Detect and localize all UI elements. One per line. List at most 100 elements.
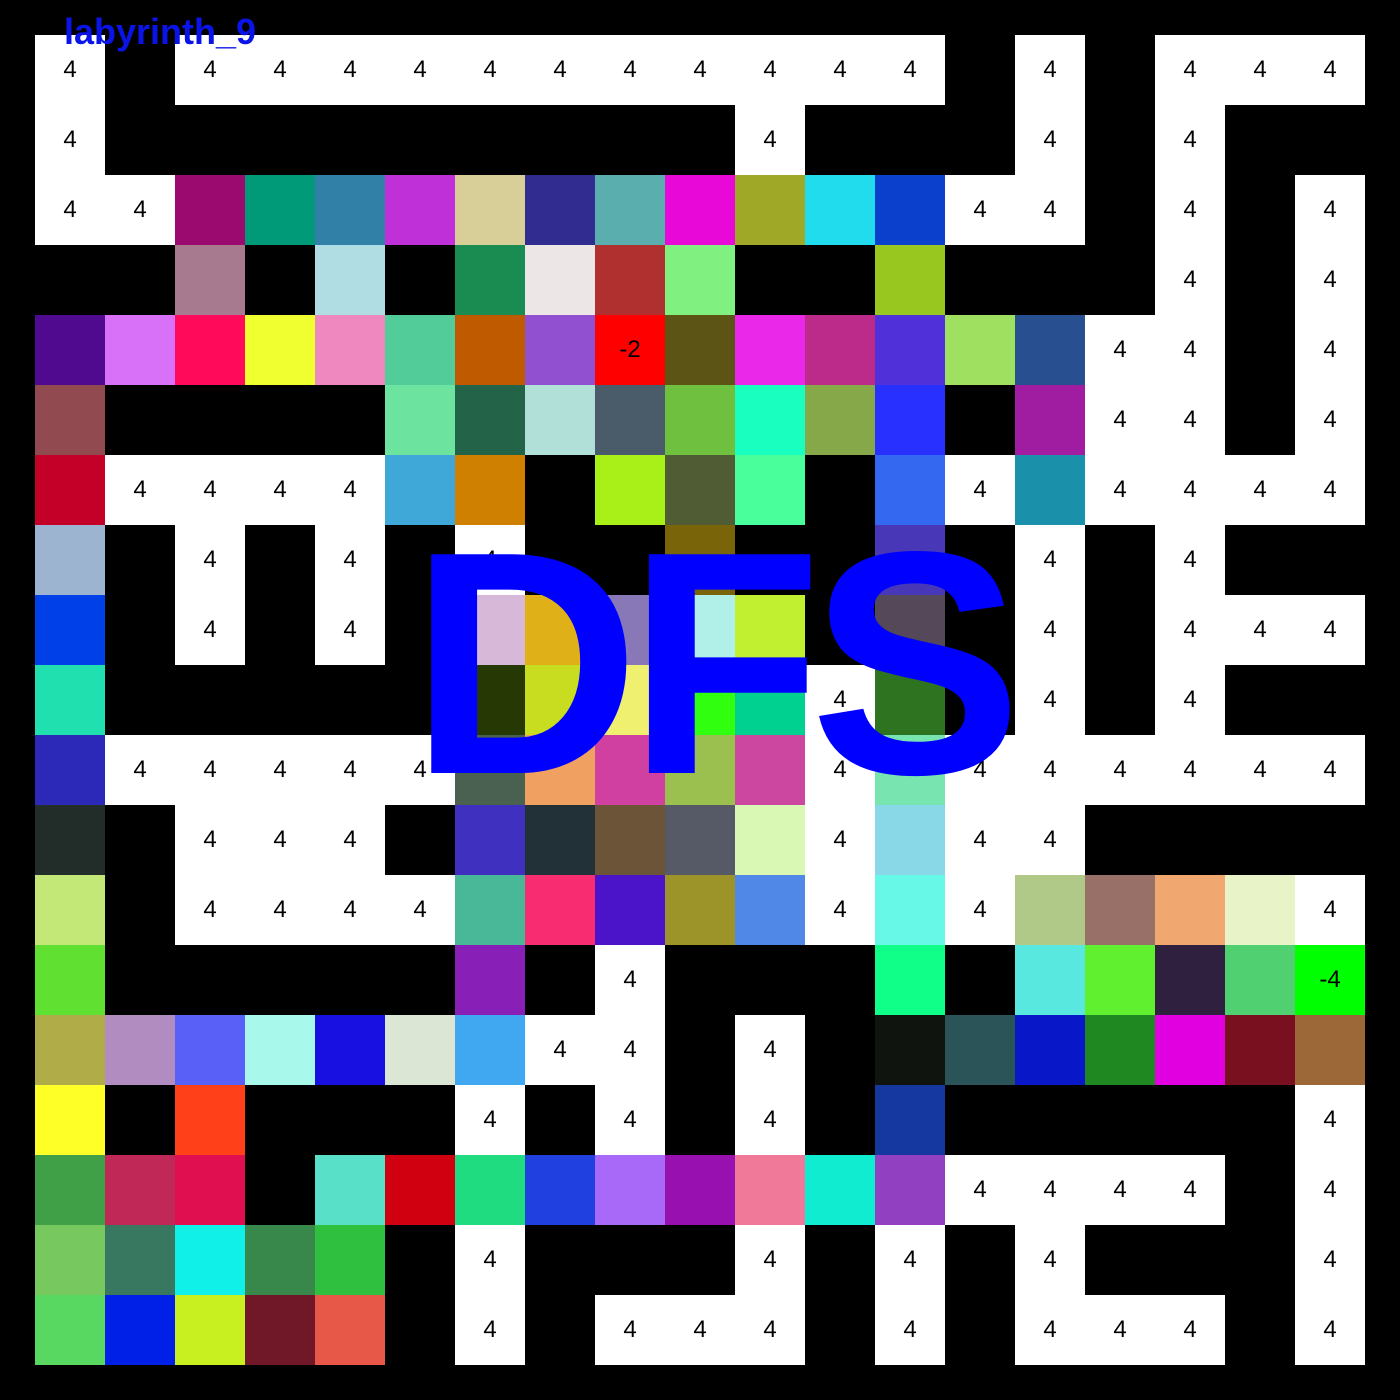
visited-cell: [1225, 875, 1295, 945]
open-cell: 4: [1085, 1295, 1155, 1365]
open-cell: 4: [805, 805, 875, 875]
visited-cell: [735, 385, 805, 455]
visited-cell: [805, 315, 875, 385]
visited-cell: [665, 245, 735, 315]
wall-cell: [525, 1295, 595, 1365]
visited-cell: [455, 595, 525, 665]
open-cell: 4: [1015, 525, 1085, 595]
visited-cell: [455, 1155, 525, 1225]
visited-cell: [35, 1085, 105, 1155]
wall-cell: [1225, 525, 1295, 595]
visited-cell: [315, 1225, 385, 1295]
open-cell: 4: [945, 875, 1015, 945]
visited-cell: [665, 315, 735, 385]
open-cell: 4: [1085, 1155, 1155, 1225]
open-cell: 4: [175, 595, 245, 665]
visited-cell: [945, 1015, 1015, 1085]
wall-cell: [1085, 35, 1155, 105]
visited-cell: [735, 665, 805, 735]
open-cell: 4: [105, 175, 175, 245]
visited-cell: [665, 735, 735, 805]
wall-cell: [105, 945, 175, 1015]
open-cell: 4: [1295, 1225, 1365, 1295]
open-cell: 4: [1155, 315, 1225, 385]
open-cell: 4: [1085, 315, 1155, 385]
open-cell: 4: [735, 1295, 805, 1365]
wall-cell: [805, 945, 875, 1015]
open-cell: 4: [805, 875, 875, 945]
wall-cell: [315, 105, 385, 175]
visited-cell: [735, 875, 805, 945]
visited-cell: [35, 805, 105, 875]
visited-cell: [595, 735, 665, 805]
visited-cell: [595, 245, 665, 315]
visited-cell: [315, 1015, 385, 1085]
wall-cell: [945, 1085, 1015, 1155]
visited-cell: [875, 315, 945, 385]
wall-cell: [525, 945, 595, 1015]
open-cell: 4: [35, 175, 105, 245]
wall-cell: [315, 665, 385, 735]
visited-cell: [525, 315, 595, 385]
open-cell: 4: [1015, 805, 1085, 875]
open-cell: 4: [175, 875, 245, 945]
wall-cell: [105, 245, 175, 315]
open-cell: 4: [1225, 455, 1295, 525]
open-cell: 4: [315, 455, 385, 525]
wall-cell: [1225, 385, 1295, 455]
visited-cell: [455, 735, 525, 805]
wall-cell: [945, 35, 1015, 105]
wall-cell: [1015, 1085, 1085, 1155]
open-cell: 4: [455, 1225, 525, 1295]
open-cell: 4: [245, 35, 315, 105]
visited-cell: [1225, 1015, 1295, 1085]
wall-cell: [385, 1295, 455, 1365]
open-cell: 4: [245, 455, 315, 525]
visited-cell: [105, 1015, 175, 1085]
wall-cell: [805, 1085, 875, 1155]
visited-cell: [385, 175, 455, 245]
visited-cell: [315, 245, 385, 315]
wall-cell: [1085, 665, 1155, 735]
wall-cell: [315, 945, 385, 1015]
open-cell: 4: [1155, 595, 1225, 665]
wall-cell: [945, 245, 1015, 315]
wall-cell: [805, 1015, 875, 1085]
open-cell: 4: [1295, 385, 1365, 455]
visited-cell: [875, 1085, 945, 1155]
wall-cell: [805, 525, 875, 595]
wall-cell: [805, 245, 875, 315]
open-cell: 4: [245, 875, 315, 945]
open-cell: 4: [1155, 35, 1225, 105]
visited-cell: [315, 1155, 385, 1225]
visited-cell: [385, 385, 455, 455]
wall-cell: [1225, 1155, 1295, 1225]
open-cell: 4: [455, 1295, 525, 1365]
visited-cell: [595, 595, 665, 665]
wall-cell: [805, 455, 875, 525]
wall-cell: [1085, 805, 1155, 875]
wall-cell: [175, 665, 245, 735]
open-cell: 4: [455, 525, 525, 595]
visited-cell: [175, 315, 245, 385]
visited-cell: [385, 455, 455, 525]
wall-cell: [805, 1295, 875, 1365]
visited-cell: [1015, 875, 1085, 945]
open-cell: 4: [595, 35, 665, 105]
open-cell: 4: [1155, 455, 1225, 525]
visited-cell: [35, 1225, 105, 1295]
visited-cell: [525, 805, 595, 875]
visited-cell: [525, 595, 595, 665]
open-cell: 4: [1295, 1295, 1365, 1365]
visited-cell: [175, 1015, 245, 1085]
wall-cell: [1155, 805, 1225, 875]
wall-cell: [105, 385, 175, 455]
open-cell: 4: [1295, 1085, 1365, 1155]
visited-cell: [385, 315, 455, 385]
wall-cell: [1155, 1225, 1225, 1295]
wall-cell: [1225, 1085, 1295, 1155]
visited-cell: [875, 455, 945, 525]
visited-cell: [245, 175, 315, 245]
wall-cell: [35, 245, 105, 315]
wall-cell: [525, 1085, 595, 1155]
